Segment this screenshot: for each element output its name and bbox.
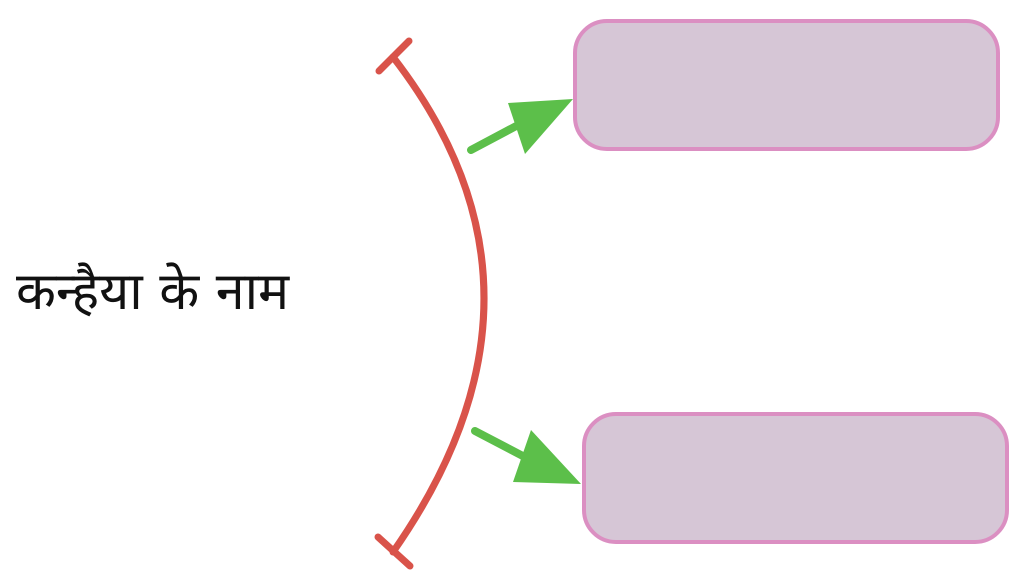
arrow-top-head: [508, 99, 573, 154]
brace-bottom-cap: [374, 533, 414, 570]
answer-box-bottom[interactable]: [582, 412, 1009, 544]
brace-curve: [389, 53, 488, 556]
brace: [374, 37, 488, 570]
arrow-top: [467, 99, 573, 154]
arrow-bottom: [471, 427, 581, 484]
arrow-bottom-head: [513, 430, 581, 484]
answer-box-top[interactable]: [573, 19, 1000, 151]
brace-top-cap: [375, 37, 413, 75]
diagram-label: कन्हैया के नाम: [16, 262, 290, 322]
